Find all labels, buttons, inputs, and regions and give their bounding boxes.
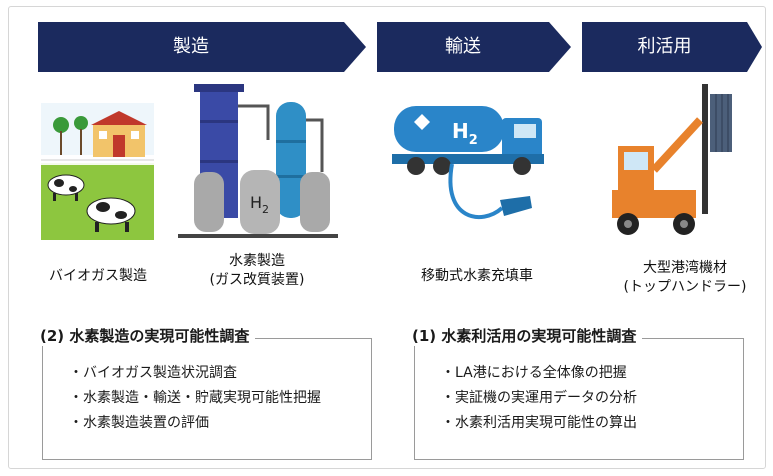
stage-banner-utilization: 利活用 xyxy=(582,22,762,72)
stage-label-transport: 輸送 xyxy=(445,36,481,57)
caption-hydrogen-production: 水素製造 (ガス改質装置) xyxy=(192,252,322,290)
list-item: ・バイオガス製造状況調査 xyxy=(69,365,237,381)
caption-truck: 移動式水素充填車 xyxy=(421,268,533,284)
list-item: ・実証機の実運用データの分析 xyxy=(441,390,637,406)
stage-banner-transport: 輸送 xyxy=(377,22,571,72)
utilization-study-title: (1) 水素利活用の実現可能性調査 xyxy=(410,326,643,346)
utilization-study-box: ・LA港における全体像の把握 ・実証機の実運用データの分析 ・水素利活用実現可能… xyxy=(414,338,744,460)
list-item: ・LA港における全体像の把握 xyxy=(441,365,627,381)
hydrogen-plant-illustration: H2 xyxy=(172,80,342,242)
stage-banner-production: 製造 xyxy=(38,22,366,72)
hydrogen-truck-illustration: H2 xyxy=(392,100,564,234)
stage-label-utilization: 利活用 xyxy=(637,36,692,57)
truck-h2-label: H2 xyxy=(452,119,478,148)
caption-biogas: バイオガス製造 xyxy=(49,268,147,284)
top-handler-illustration xyxy=(604,80,734,242)
caption-top-handler: 大型港湾機材 (トップハンドラー) xyxy=(610,259,760,297)
stage-label-production: 製造 xyxy=(173,36,209,57)
caption-handler-line2: (トップハンドラー) xyxy=(623,279,747,295)
caption-hydrogen-line2: (ガス改質装置) xyxy=(209,272,305,288)
farm-illustration xyxy=(41,103,154,240)
production-study-list: ・バイオガス製造状況調査 ・水素製造・輸送・貯蔵実現可能性把握 ・水素製造装置の… xyxy=(69,361,321,436)
list-item: ・水素製造装置の評価 xyxy=(69,415,209,431)
caption-hydrogen-line1: 水素製造 xyxy=(229,253,285,269)
production-study-title: (2) 水素製造の実現可能性調査 xyxy=(38,326,256,346)
list-item: ・水素製造・輸送・貯蔵実現可能性把握 xyxy=(69,390,321,406)
utilization-study-list: ・LA港における全体像の把握 ・実証機の実運用データの分析 ・水素利活用実現可能… xyxy=(441,361,637,436)
production-study-box: ・バイオガス製造状況調査 ・水素製造・輸送・貯蔵実現可能性把握 ・水素製造装置の… xyxy=(42,338,372,460)
list-item: ・水素利活用実現可能性の算出 xyxy=(441,415,637,431)
caption-handler-line1: 大型港湾機材 xyxy=(643,260,727,276)
tank-h2-label: H2 xyxy=(250,193,269,216)
